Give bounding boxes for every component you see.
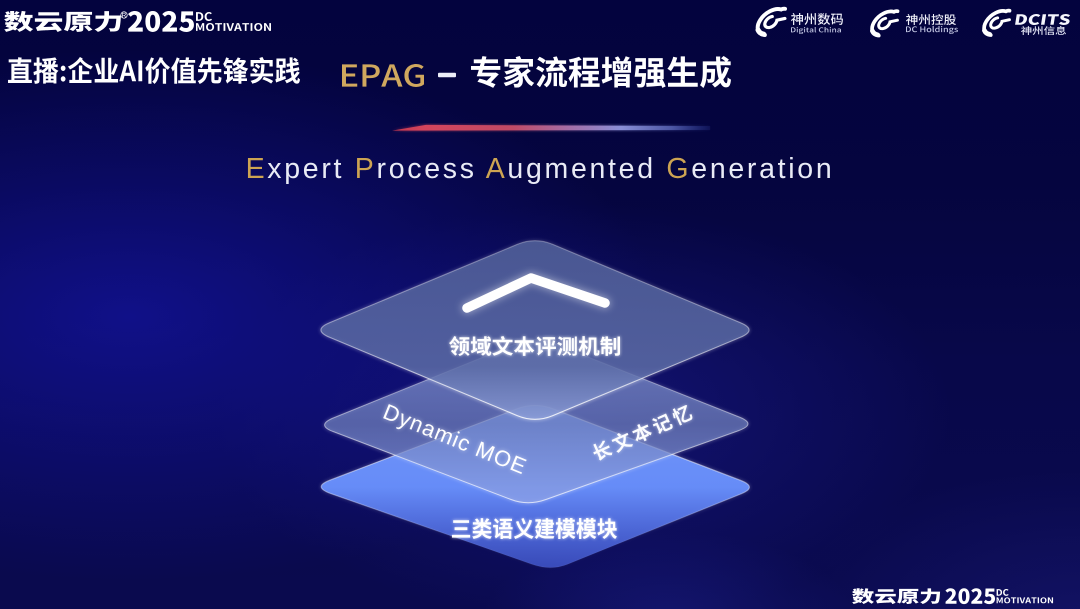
svg-text:R: R: [122, 12, 127, 19]
